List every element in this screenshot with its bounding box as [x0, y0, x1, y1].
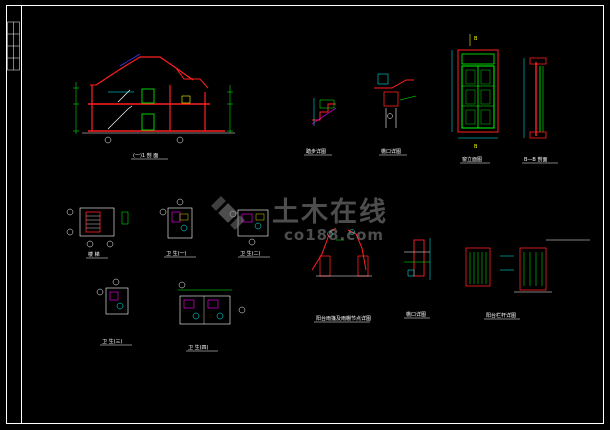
- toilet-4-title: 卫 生(四): [188, 344, 209, 351]
- section-drawing-1: (一)1 剖 面: [73, 53, 235, 160]
- watermark-logo: [211, 196, 245, 230]
- section-b-mark-bottom: B: [474, 144, 478, 150]
- toilet-2-title: 卫 生(二): [240, 250, 261, 257]
- parapet-detail-title: 檐口详图: [406, 311, 426, 318]
- toilet-1-title: 卫 生(一): [166, 250, 187, 257]
- section-b-mark-top: B: [474, 36, 478, 42]
- balcony-canopy-drawing: 阳台雨篷及雨棚节点详图: [311, 227, 372, 323]
- eave-detail-drawing: 檐口详图: [374, 73, 417, 156]
- toilet-3-drawing: 卫 生(三): [96, 278, 132, 346]
- title-strip: [7, 21, 20, 71]
- balcony-canopy-title: 阳台雨篷及雨棚节点详图: [316, 315, 371, 322]
- toilet-3-title: 卫 生(三): [102, 338, 123, 345]
- window-elevation-title: 窗立面图: [462, 156, 482, 163]
- tread-detail-title: 踏步详图: [306, 148, 326, 155]
- watermark: 土木在线 co188.com: [211, 196, 388, 244]
- watermark-site: co188.com: [284, 226, 384, 244]
- section-b-title: B—B 剖面: [524, 156, 547, 163]
- toilet-1-drawing: 卫 生(一): [159, 198, 196, 258]
- section-b-drawing: B—B 剖面: [522, 57, 558, 164]
- parapet-detail-drawing: 檐口详图: [404, 238, 431, 319]
- stair-1-title: 楼 梯: [88, 251, 100, 258]
- railing-detail-drawing: 阳台栏杆详图: [465, 239, 590, 320]
- watermark-brand: 土木在线: [272, 197, 388, 228]
- stair-plan-drawing: 楼 梯: [66, 207, 129, 259]
- sheet-frame: [6, 5, 604, 424]
- window-elevation-drawing: B B 窗立面图: [451, 34, 499, 164]
- eave-detail-title: 檐口详图: [381, 148, 401, 155]
- toilet-2-drawing: 卫 生(二): [229, 209, 270, 258]
- section-1-title: (一)1 剖 面: [133, 152, 158, 159]
- tread-detail-drawing: 踏步详图: [304, 98, 337, 156]
- toilet-4-drawing: 卫 生(四): [178, 281, 246, 352]
- railing-detail-title: 阳台栏杆详图: [486, 312, 516, 319]
